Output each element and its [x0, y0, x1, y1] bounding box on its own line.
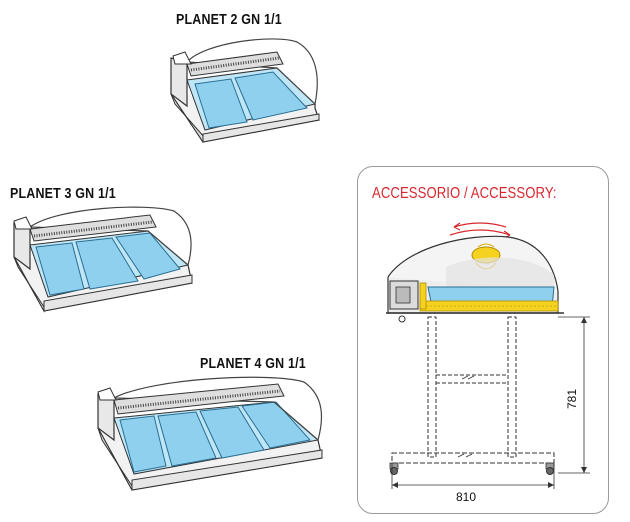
planet-2-title: PLANET 2 GN 1/1 — [176, 12, 282, 28]
planet-4-display-case — [92, 374, 328, 494]
accessory-title: ACCESSORIO / ACCESSORY: — [372, 185, 557, 202]
planet-2-display-case — [165, 34, 325, 146]
stand-drawing: 810 781 — [386, 222, 590, 504]
height-dimension: 781 — [565, 389, 579, 409]
planet-3-title: PLANET 3 GN 1/1 — [10, 186, 116, 202]
width-dimension: 810 — [456, 490, 476, 504]
planet-4-title: PLANET 4 GN 1/1 — [200, 356, 306, 372]
planet-3-display-case — [8, 203, 198, 315]
accessory-panel: ACCESSORIO / ACCESSORY: — [357, 166, 609, 514]
